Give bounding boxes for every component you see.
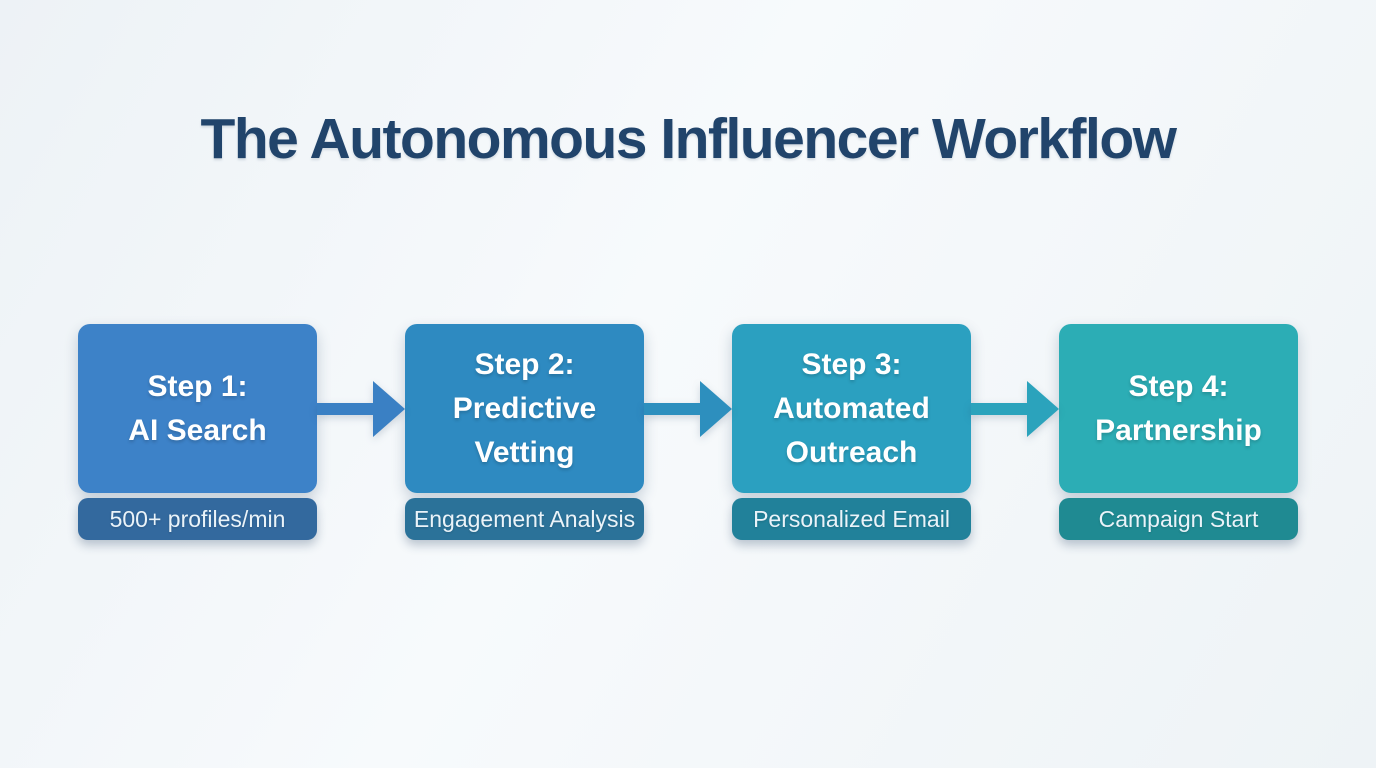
step-3-badge-label: Personalized Email (753, 505, 950, 532)
step-1-title: Step 1: AI Search (128, 369, 267, 447)
arrow-right-icon (644, 381, 732, 437)
page-title: The Autonomous Influencer Workflow (200, 107, 1178, 171)
step-3-badge: Personalized Email (732, 498, 971, 540)
arrow-right-icon (317, 381, 405, 437)
step-2-badge: Engagement Analysis (405, 498, 644, 540)
step-1-badge: 500+ profiles/min (78, 498, 317, 540)
step-1: Step 1: AI Search 500+ profiles/min (78, 324, 317, 540)
step-2: Step 2: Predictive Vetting Engagement An… (405, 324, 644, 540)
step-4-badge: Campaign Start (1059, 498, 1298, 540)
step-4-title: Step 4: Partnership (1095, 369, 1262, 447)
step-3: Step 3: Automated Outreach Personalized … (732, 324, 971, 540)
step-2-box: Step 2: Predictive Vetting (405, 324, 644, 493)
step-4: Step 4: Partnership Campaign Start (1059, 324, 1298, 540)
step-2-badge-label: Engagement Analysis (413, 505, 636, 532)
workflow-row: Step 1: AI Search 500+ profiles/min Step… (78, 324, 1298, 540)
step-4-box: Step 4: Partnership (1059, 324, 1298, 493)
step-3-box: Step 3: Automated Outreach (732, 324, 971, 493)
step-4-badge-label: Campaign Start (1098, 505, 1259, 532)
step-3-title: Step 3: Automated Outreach (773, 347, 930, 469)
step-1-badge-label: 500+ profiles/min (109, 505, 286, 532)
arrow-right-icon (971, 381, 1059, 437)
step-2-title: Step 2: Predictive Vetting (452, 347, 597, 469)
step-1-box: Step 1: AI Search (78, 324, 317, 493)
